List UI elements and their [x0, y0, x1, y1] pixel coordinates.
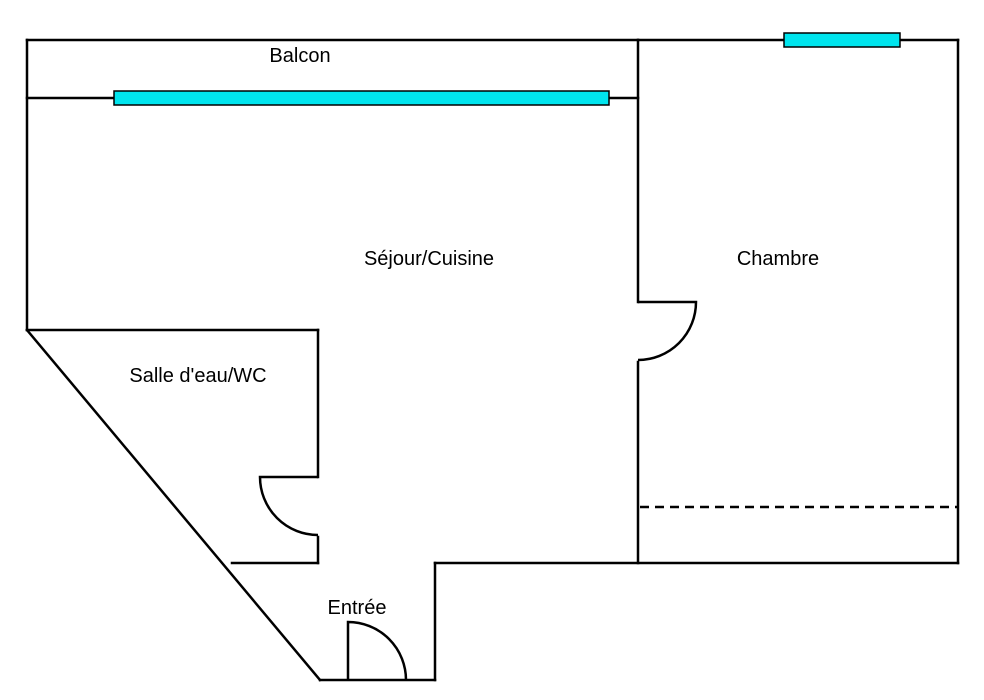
windows [113, 32, 901, 106]
bathroom-door [258, 475, 319, 537]
entrance-door [346, 620, 408, 681]
bedroom-door [637, 300, 698, 362]
label-balcon: Balcon [269, 45, 330, 67]
wall-diagonal [25, 328, 322, 682]
doors [258, 300, 698, 681]
label-sejour-cuisine: Séjour/Cuisine [364, 248, 494, 270]
bedroom-window [783, 32, 901, 48]
interior-walls [25, 38, 640, 565]
room-labels: Balcon Séjour/Cuisine Chambre Salle d'ea… [129, 45, 819, 619]
label-chambre: Chambre [737, 248, 819, 270]
label-salle-eau-wc: Salle d'eau/WC [129, 365, 266, 387]
label-entree: Entrée [328, 597, 387, 619]
living-room-window [113, 90, 610, 106]
outer-walls [25, 38, 960, 682]
